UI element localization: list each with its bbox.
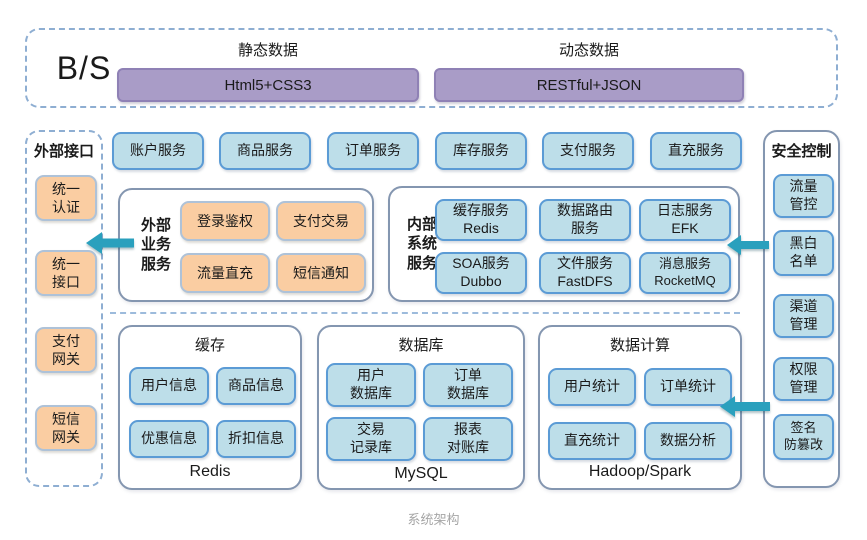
database-footer: MySQL	[394, 465, 448, 482]
left-arrow-icon	[727, 235, 769, 255]
security-item: 流量 管控	[773, 174, 834, 218]
service-box: 账户服务	[112, 132, 204, 170]
external-interface-item: 统一 认证	[35, 175, 97, 221]
compute-panel: 数据计算 用户统计 订单统计 直充统计 数据分析 Hadoop/Spark	[538, 325, 742, 490]
bs-label: B/S	[56, 49, 112, 86]
internal-system-panel: 内部 系统 服务 缓存服务 Redis 数据路由 服务 日志服务 EFK SOA…	[388, 186, 740, 302]
compute-item: 用户统计	[548, 368, 636, 406]
compute-item: 直充统计	[548, 422, 636, 460]
service-box: 支付服务	[542, 132, 634, 170]
cache-item: 用户信息	[129, 367, 209, 405]
security-item: 渠道 管理	[773, 294, 834, 338]
internal-system-item: 缓存服务 Redis	[435, 199, 527, 241]
external-business-label: 外部 业务 服务	[140, 216, 171, 273]
cache-item: 商品信息	[216, 367, 296, 405]
internal-system-item: SOA服务 Dubbo	[435, 252, 527, 294]
database-item: 交易 记录库	[326, 417, 416, 461]
cache-title: 缓存	[194, 337, 225, 354]
external-interface-title: 外部接口	[33, 143, 94, 160]
browser-layer-panel: B/S 静态数据 Html5+CSS3 动态数据 RESTful+JSON	[25, 28, 838, 108]
external-interface-item: 统一 接口	[35, 250, 97, 296]
external-interface-item: 支付 网关	[35, 327, 97, 373]
compute-title: 数据计算	[609, 337, 670, 354]
security-item: 黑白 名单	[773, 230, 834, 276]
external-interface-panel: 外部接口 统一 认证 统一 接口 支付 网关 短信 网关	[25, 130, 103, 487]
left-arrow-icon	[86, 232, 134, 254]
external-business-item: 登录鉴权	[180, 201, 270, 241]
external-interface-item: 短信 网关	[35, 405, 97, 451]
database-panel: 数据库 用户 数据库 订单 数据库 交易 记录库 报表 对账库 MySQL	[317, 325, 525, 490]
external-business-panel: 外部 业务 服务 登录鉴权 支付交易 流量直充 短信通知	[118, 188, 374, 302]
dynamic-tech-box: RESTful+JSON	[434, 68, 744, 102]
service-box: 库存服务	[435, 132, 527, 170]
dynamic-data-title: 动态数据	[558, 42, 619, 59]
diagram-caption: 系统架构	[407, 512, 460, 527]
database-item: 报表 对账库	[423, 417, 513, 461]
section-divider	[110, 312, 740, 314]
compute-item: 数据分析	[644, 422, 732, 460]
database-title: 数据库	[398, 337, 444, 354]
internal-system-item: 日志服务 EFK	[639, 199, 731, 241]
database-item: 用户 数据库	[326, 363, 416, 407]
database-item: 订单 数据库	[423, 363, 513, 407]
cache-item: 优惠信息	[129, 420, 209, 458]
cache-panel: 缓存 用户信息 商品信息 优惠信息 折扣信息 Redis	[118, 325, 302, 490]
static-data-title: 静态数据	[237, 42, 298, 59]
service-box: 订单服务	[327, 132, 419, 170]
compute-footer: Hadoop/Spark	[588, 463, 692, 480]
service-box: 直充服务	[650, 132, 742, 170]
compute-item: 订单统计	[644, 368, 732, 406]
external-business-item: 短信通知	[276, 253, 366, 293]
internal-system-item: 文件服务 FastDFS	[539, 252, 631, 294]
external-business-item: 流量直充	[180, 253, 270, 293]
internal-system-label: 内部 系统 服务	[406, 215, 437, 272]
left-arrow-icon	[720, 396, 770, 417]
security-item: 权限 管理	[773, 357, 834, 401]
internal-system-item: 数据路由 服务	[539, 199, 631, 241]
internal-system-item: 消息服务 RocketMQ	[639, 252, 731, 294]
security-control-title: 安全控制	[771, 143, 832, 160]
cache-item: 折扣信息	[216, 420, 296, 458]
service-box: 商品服务	[219, 132, 311, 170]
security-control-panel: 安全控制 流量 管控 黑白 名单 渠道 管理 权限 管理 签名 防篡改	[763, 130, 840, 488]
static-tech-box: Html5+CSS3	[117, 68, 419, 102]
external-business-item: 支付交易	[276, 201, 366, 241]
security-item: 签名 防篡改	[773, 414, 834, 460]
cache-footer: Redis	[189, 463, 231, 480]
